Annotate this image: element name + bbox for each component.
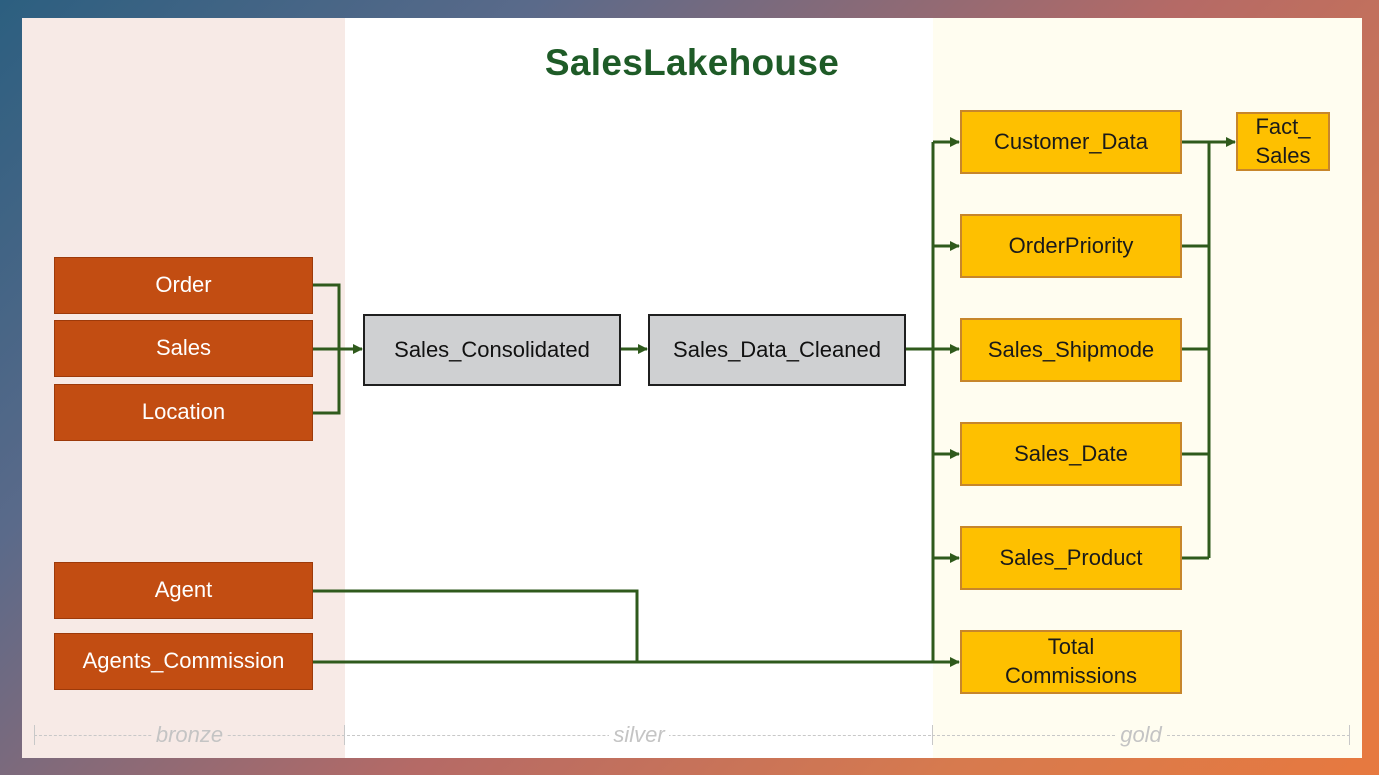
diagram-canvas: SalesLakehouse <box>22 18 1362 758</box>
silver-label-text: silver <box>609 722 669 748</box>
node-sales-product: Sales_Product <box>960 526 1182 590</box>
bronze-zone-label: bronze <box>34 718 345 752</box>
node-location: Location <box>54 384 313 441</box>
node-total-commissions: Total Commissions <box>960 630 1182 694</box>
silver-zone <box>345 18 933 758</box>
node-agents-commission: Agents_Commission <box>54 633 313 690</box>
edge-agent <box>313 589 639 662</box>
gold-label-text: gold <box>1116 722 1166 748</box>
node-sales-data-cleaned: Sales_Data_Cleaned <box>648 314 906 386</box>
node-customer-data: Customer_Data <box>960 110 1182 174</box>
diagram-title: SalesLakehouse <box>544 42 840 83</box>
node-sales-consolidated: Sales_Consolidated <box>363 314 621 386</box>
node-sales-date: Sales_Date <box>960 422 1182 486</box>
bronze-label-text: bronze <box>151 722 228 748</box>
gold-zone-label: gold <box>932 718 1350 752</box>
node-order-priority: OrderPriority <box>960 214 1182 278</box>
edge-order-merge <box>313 283 341 349</box>
node-fact-sales: Fact_ Sales <box>1236 112 1330 171</box>
edge-location-merge <box>313 349 341 415</box>
node-order: Order <box>54 257 313 314</box>
node-sales: Sales <box>54 320 313 377</box>
silver-zone-label: silver <box>347 718 931 752</box>
node-sales-shipmode: Sales_Shipmode <box>960 318 1182 382</box>
node-agent: Agent <box>54 562 313 619</box>
connector-lines <box>313 137 1236 667</box>
